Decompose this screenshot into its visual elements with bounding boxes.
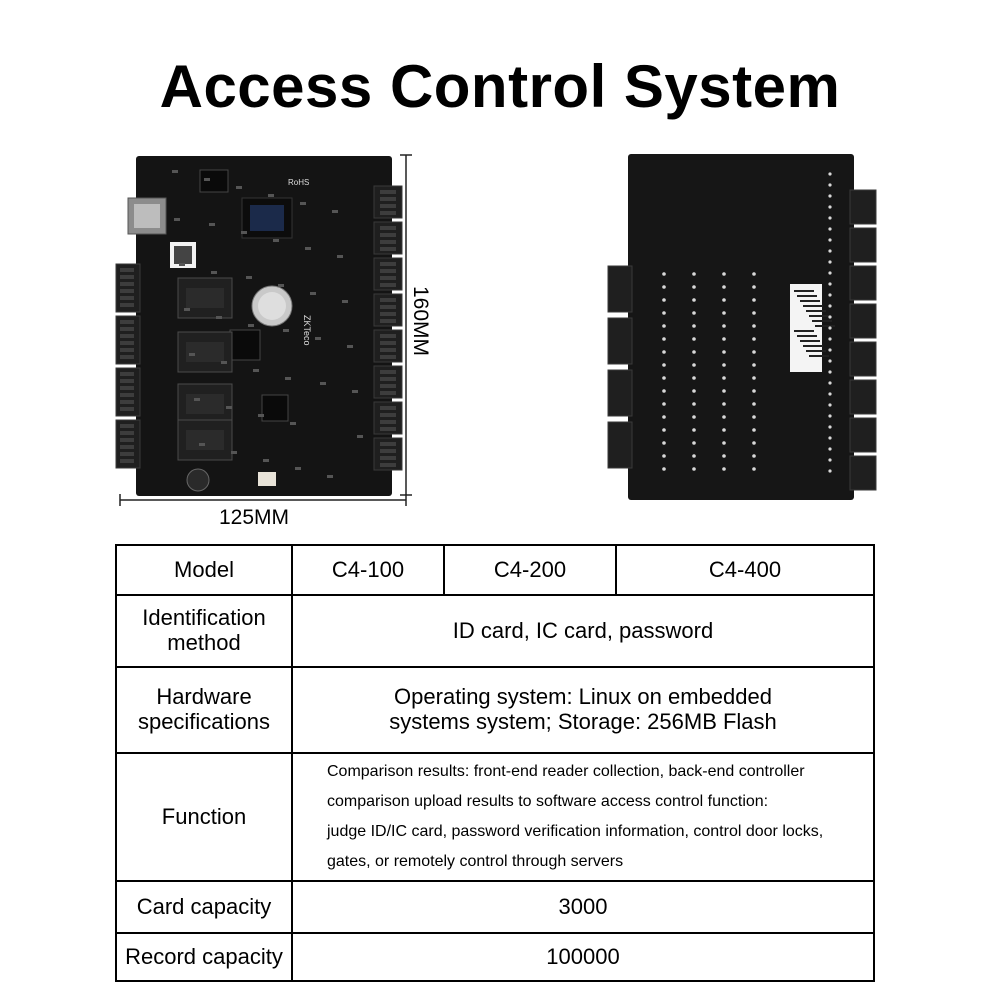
height-dimension-label: 160MM <box>409 286 432 357</box>
page-title: Access Control System <box>159 53 841 120</box>
model-c4-100: C4-100 <box>291 544 445 596</box>
terminal-block <box>849 189 877 225</box>
function-row: Function Comparison results: front-end r… <box>115 752 875 882</box>
terminal-block <box>849 379 877 415</box>
hardware-value: Operating system: Linux on embedded syst… <box>291 666 875 754</box>
model-row: Model C4-100 C4-200 C4-400 <box>115 544 875 596</box>
serial-sticker <box>790 284 822 372</box>
rohs-mark: RoHS <box>288 178 309 187</box>
terminal-block <box>849 265 877 301</box>
width-dimension-label: 125MM <box>219 506 290 529</box>
terminal-block <box>849 227 877 263</box>
terminal-block <box>849 455 877 491</box>
model-c4-200: C4-200 <box>443 544 617 596</box>
hardware-label: Hardware specifications <box>115 666 293 754</box>
record-capacity-row: Record capacity 100000 <box>115 932 875 982</box>
terminal-block <box>849 417 877 453</box>
spec-table: Model C4-100 C4-200 C4-400 Identificatio… <box>115 544 875 982</box>
board-front-image: RoHS ZKTeco <box>112 150 412 515</box>
record-capacity-label: Record capacity <box>115 932 293 982</box>
terminal-block <box>607 369 633 417</box>
card-capacity-label: Card capacity <box>115 880 293 934</box>
model-c4-400: C4-400 <box>615 544 875 596</box>
record-capacity-value: 100000 <box>291 932 875 982</box>
pcb-back <box>628 154 854 500</box>
model-header: Model <box>115 544 293 596</box>
card-capacity-row: Card capacity 3000 <box>115 880 875 934</box>
terminal-block <box>607 265 633 313</box>
board-back-image <box>604 154 880 504</box>
hardware-row: Hardware specifications Operating system… <box>115 666 875 754</box>
brand-mark: ZKTeco <box>302 315 312 346</box>
terminal-block <box>607 421 633 469</box>
identification-row: Identification method ID card, IC card, … <box>115 594 875 668</box>
terminal-block <box>607 317 633 365</box>
function-value: Comparison results: front-end reader col… <box>291 752 875 882</box>
dimension-lines <box>119 154 412 506</box>
function-label: Function <box>115 752 293 882</box>
card-capacity-value: 3000 <box>291 880 875 934</box>
identification-label: Identification method <box>115 594 293 668</box>
identification-value: ID card, IC card, password <box>291 594 875 668</box>
terminal-block <box>849 341 877 377</box>
terminal-block <box>849 303 877 339</box>
